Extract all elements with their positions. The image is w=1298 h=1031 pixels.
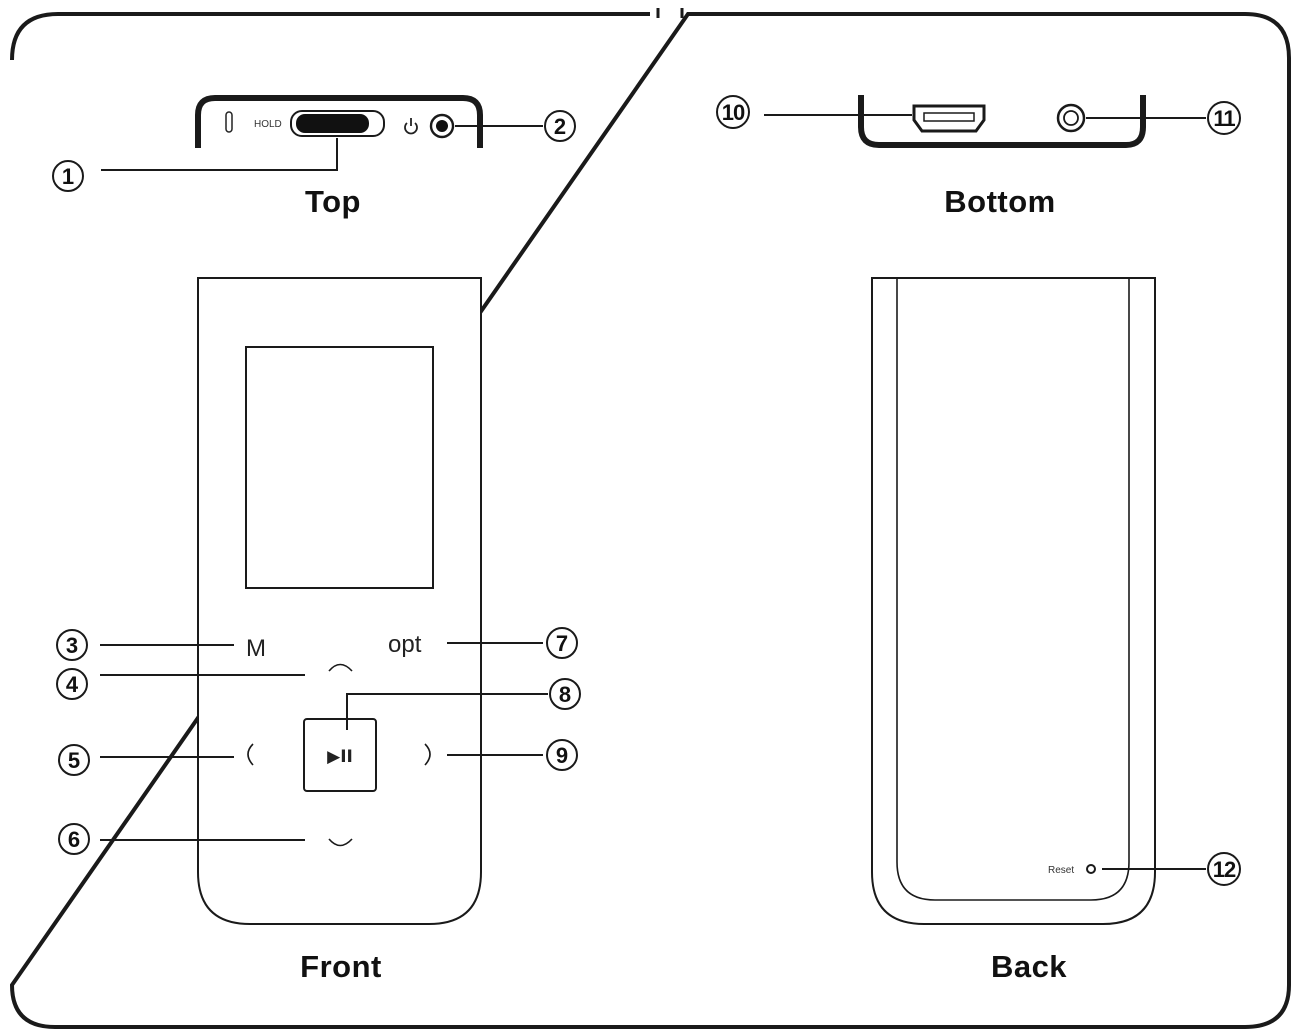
headphone-jack-inner xyxy=(1063,110,1079,126)
callout-12: 12 xyxy=(1207,852,1241,886)
chevron-down-icon[interactable] xyxy=(328,838,353,847)
callout-7: 7 xyxy=(546,627,578,659)
frame-notch xyxy=(656,8,684,18)
callout-number: 4 xyxy=(66,672,79,697)
bottom-edge-outline xyxy=(858,95,1146,148)
callout-number: 1 xyxy=(62,164,74,189)
bottom-view: Bottom xyxy=(764,95,1206,219)
callout-6: 6 xyxy=(58,823,90,855)
callout-number: 3 xyxy=(66,633,78,658)
hold-label: HOLD xyxy=(254,119,282,130)
headphone-jack-icon[interactable] xyxy=(1056,103,1086,133)
view-label-bottom: Bottom xyxy=(944,184,1055,219)
front-view: M opt ▶II Front xyxy=(100,277,548,984)
callout-number: 7 xyxy=(556,631,568,656)
back-body-outline xyxy=(871,277,1156,925)
led-indicator xyxy=(225,111,233,133)
callout-number: 2 xyxy=(554,114,566,139)
callout-number: 9 xyxy=(556,743,568,768)
chevron-left-icon[interactable] xyxy=(247,743,254,766)
top-edge-outline xyxy=(195,95,483,148)
callout-10: 10 xyxy=(716,95,750,129)
play-pause-label: ▶II xyxy=(327,747,353,767)
view-label-back: Back xyxy=(991,949,1067,984)
callout-1: 1 xyxy=(52,160,84,192)
menu-button[interactable]: M xyxy=(246,635,266,662)
leader-1 xyxy=(101,138,338,171)
reset-pinhole[interactable] xyxy=(1086,864,1096,874)
callout-number: 10 xyxy=(722,100,745,125)
callout-number: 8 xyxy=(559,682,571,707)
power-icon xyxy=(404,118,418,135)
reset-label: Reset xyxy=(1048,865,1074,876)
top-view: HOLD Top xyxy=(101,95,543,219)
callout-5: 5 xyxy=(58,744,90,776)
back-view: Reset Back xyxy=(871,277,1206,984)
callout-number: 6 xyxy=(68,827,80,852)
display-screen xyxy=(245,346,434,589)
callout-11: 11 xyxy=(1207,101,1241,135)
hold-switch[interactable] xyxy=(296,114,369,133)
usb-port-inner xyxy=(923,112,975,122)
callout-number: 11 xyxy=(1213,106,1235,131)
diagram-frame xyxy=(9,12,1291,1029)
view-label-top: Top xyxy=(305,184,361,219)
power-button-core xyxy=(436,120,448,132)
back-inner-outline xyxy=(896,278,1130,901)
chevron-right-icon[interactable] xyxy=(424,743,431,766)
leader-8 xyxy=(346,693,548,730)
callout-8: 8 xyxy=(549,678,581,710)
callout-number: 12 xyxy=(1213,857,1236,882)
callout-2: 2 xyxy=(544,110,576,142)
callout-3: 3 xyxy=(56,629,88,661)
callout-9: 9 xyxy=(546,739,578,771)
view-label-front: Front xyxy=(300,949,382,984)
chevron-up-icon[interactable] xyxy=(328,663,353,672)
play-pause-button[interactable] xyxy=(303,718,377,792)
callout-number: 5 xyxy=(68,748,80,773)
callout-4: 4 xyxy=(56,668,88,700)
option-button[interactable]: opt xyxy=(388,631,422,658)
